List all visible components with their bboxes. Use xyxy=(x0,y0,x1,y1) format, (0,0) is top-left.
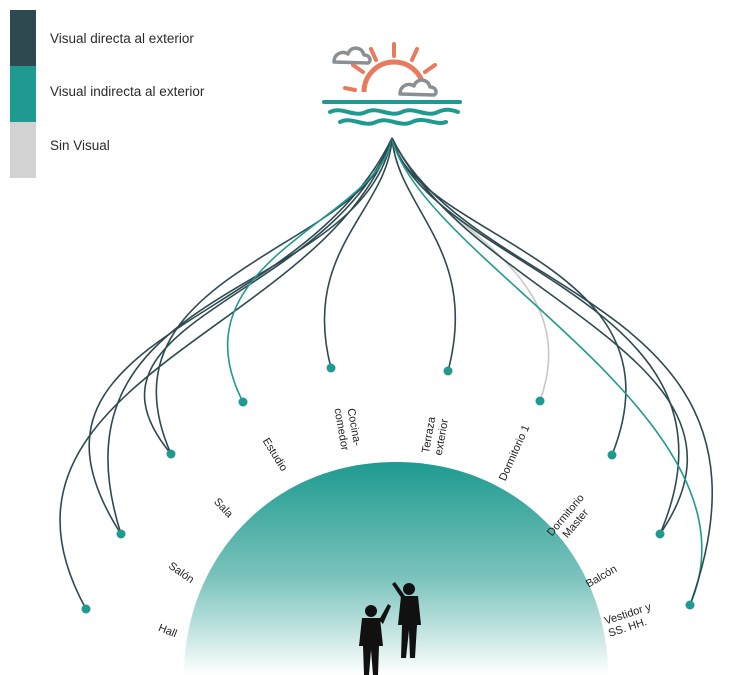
connection-curve-direct xyxy=(323,137,393,369)
cloud-icon xyxy=(332,46,438,97)
legend-label-none: Sin Visual xyxy=(50,138,110,153)
connection-curve-direct xyxy=(107,137,393,535)
room-dots xyxy=(81,363,695,614)
people-silhouette-icon xyxy=(359,582,421,675)
connection-curve-indirect xyxy=(391,137,703,606)
connection-curve-direct xyxy=(155,137,393,455)
connection-curve-indirect xyxy=(226,137,393,403)
connection-curve-direct xyxy=(143,137,393,455)
connection-curve-direct xyxy=(391,137,457,372)
room-dot xyxy=(238,397,248,407)
room-dot xyxy=(116,529,126,539)
connection-curve-direct xyxy=(391,137,714,606)
connection-curve-direct xyxy=(391,137,680,535)
waves-icon xyxy=(322,100,462,126)
room-dot xyxy=(326,363,336,373)
room-dot xyxy=(443,366,453,376)
legend-label-direct: Visual directa al exterior xyxy=(50,31,194,46)
room-dot xyxy=(535,396,545,406)
legend-swatch-indirect xyxy=(10,66,36,122)
connection-curve-direct xyxy=(391,137,627,456)
legend-label-indirect: Visual indirecta al exterior xyxy=(50,84,205,99)
dome-shape xyxy=(184,462,608,675)
room-dot xyxy=(607,450,617,460)
legend-swatch-none xyxy=(10,122,36,178)
connection-curves xyxy=(59,137,714,610)
room-dot xyxy=(166,449,176,459)
room-dot xyxy=(685,600,695,610)
room-dot xyxy=(655,529,665,539)
legend-swatch-direct xyxy=(10,10,36,66)
room-dot xyxy=(81,604,91,614)
connection-curve-direct xyxy=(88,137,393,535)
connection-curve-direct xyxy=(391,137,688,535)
